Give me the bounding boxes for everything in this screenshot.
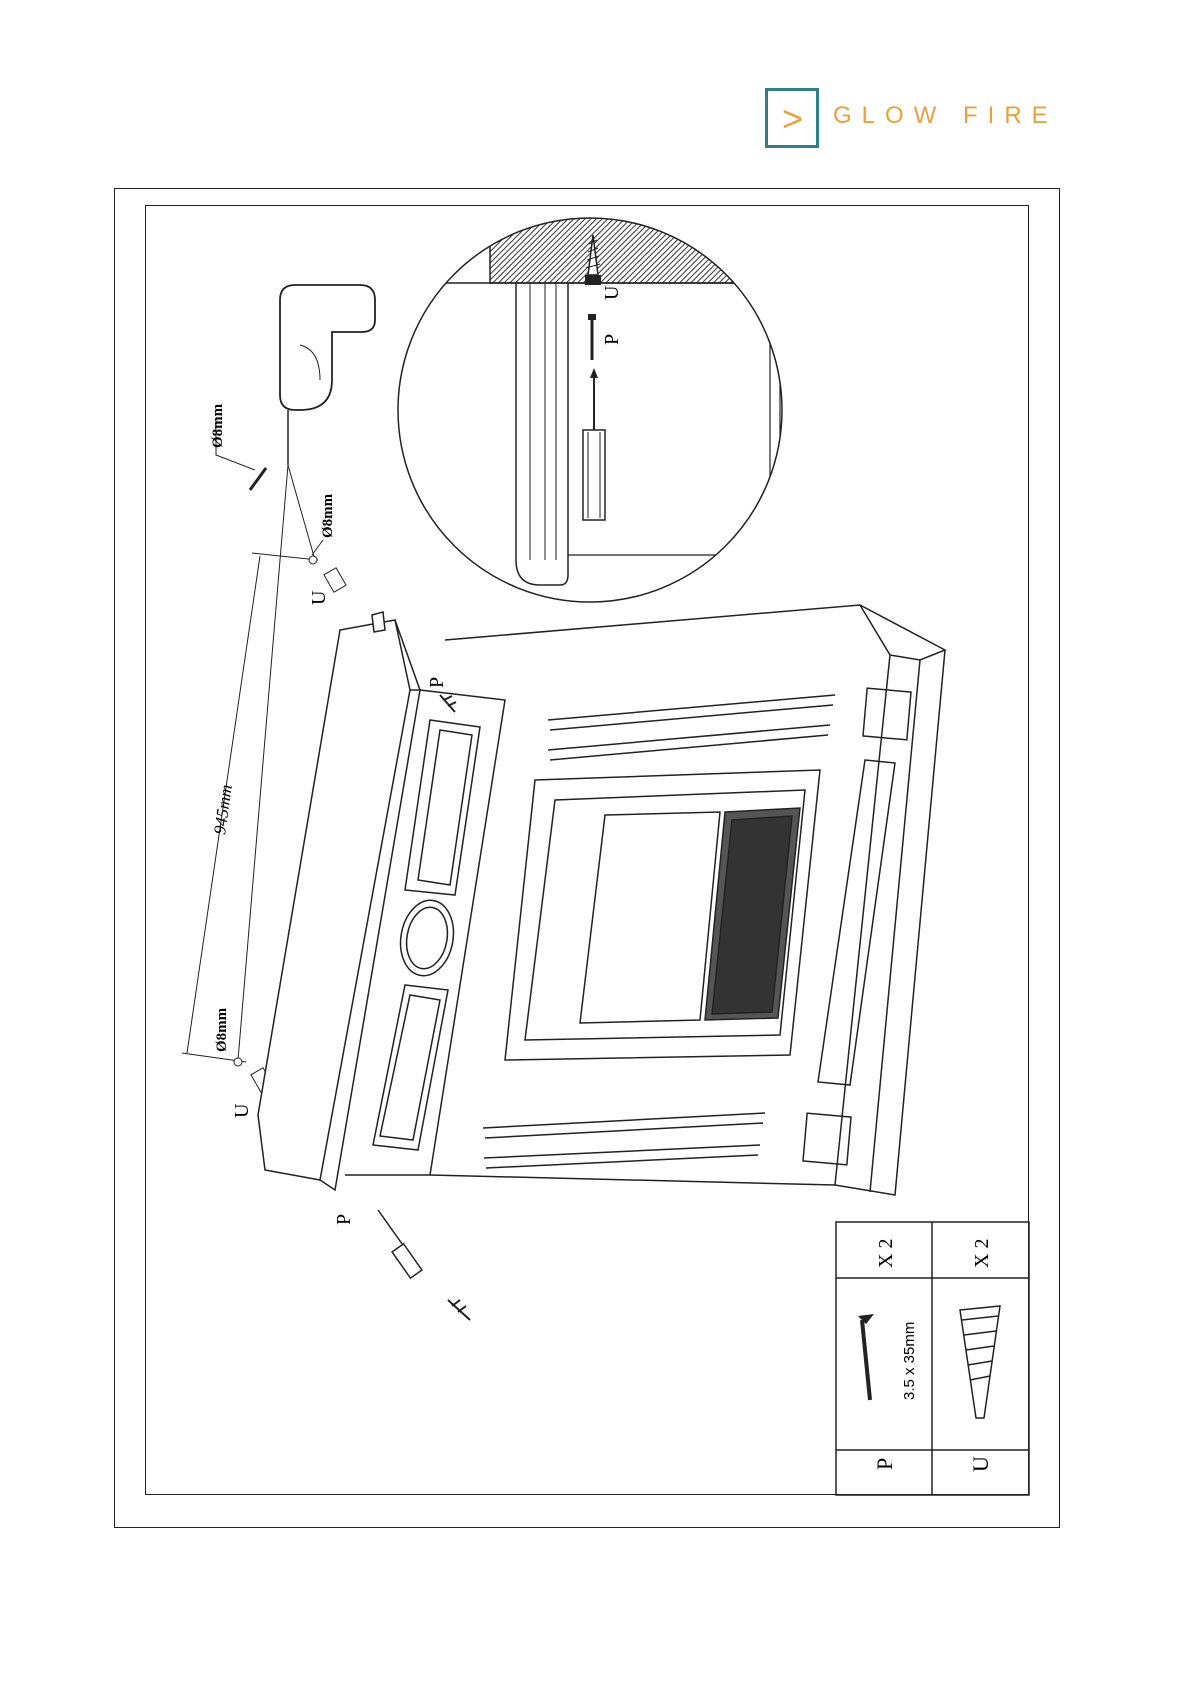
detail-magnifier — [398, 215, 800, 602]
frieze-panel-right — [405, 720, 480, 895]
screwdriver-small-icon — [378, 1210, 422, 1278]
base-panel — [818, 760, 895, 1085]
part-p-code: P — [872, 1458, 897, 1470]
fireplace-surround — [258, 605, 945, 1195]
wall-hole-right — [309, 556, 317, 564]
mantel-shelf — [258, 620, 410, 1180]
drill-size-left: Ø8mm — [214, 1007, 230, 1052]
part-p-qty: X 2 — [875, 1239, 897, 1268]
wall-hole-left — [234, 1058, 242, 1066]
frieze-medallion — [395, 896, 459, 980]
detail-contents — [440, 215, 800, 585]
plinth-top — [860, 605, 945, 660]
anchor-right-icon — [324, 568, 346, 592]
mantel-profile — [516, 283, 568, 585]
wall-bracket — [372, 612, 385, 632]
part-p-size: 3.5 x 35mm — [901, 1322, 918, 1400]
label-p-right: P — [426, 677, 448, 688]
detail-label-p: P — [601, 334, 623, 345]
label-u-left: U — [231, 1103, 253, 1118]
screw-right-icon — [440, 695, 456, 712]
detail-label-u: U — [601, 285, 623, 300]
anchor-u-part-icon — [960, 1306, 1000, 1418]
leg-block-left — [803, 1113, 851, 1165]
plinth-side — [835, 650, 945, 1195]
label-p-left: P — [333, 1214, 355, 1225]
frieze-panel-left — [373, 985, 448, 1150]
leg-block-right — [863, 688, 911, 740]
part-u-qty: X 2 — [971, 1239, 993, 1268]
screw-p-part-icon — [858, 1314, 874, 1400]
dimension-label: 945mm — [210, 783, 236, 835]
screwdriver-icon — [583, 368, 605, 520]
part-u-code: U — [968, 1456, 993, 1472]
screw-left-icon — [448, 1300, 470, 1320]
screw-p-icon — [588, 314, 596, 360]
label-u-right: U — [308, 590, 330, 605]
drill-size-top: Ø8mm — [210, 403, 226, 448]
drill-size-mid: Ø8mm — [320, 493, 336, 538]
